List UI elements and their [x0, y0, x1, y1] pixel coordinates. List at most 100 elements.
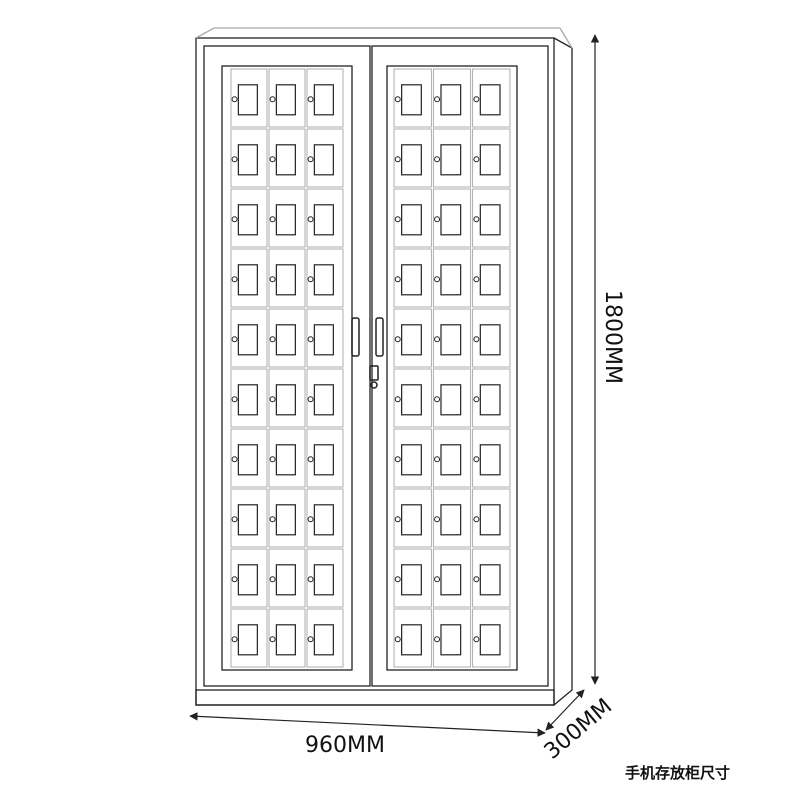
compartment-cell	[230, 68, 268, 128]
compartment-key-icon	[231, 216, 238, 223]
compartment-door	[440, 384, 462, 416]
compartment-cell	[472, 128, 511, 188]
compartment-door	[401, 84, 422, 116]
left-door-glass	[221, 65, 353, 671]
compartment-door	[237, 624, 258, 656]
compartment-cell	[432, 128, 472, 188]
cabinet-top-edge-side	[559, 27, 573, 49]
compartment-cell	[268, 248, 306, 308]
lock-key-icon	[370, 381, 378, 389]
compartment-key-icon	[231, 576, 238, 583]
compartment-key-icon	[307, 216, 314, 223]
left-compartment-grid	[230, 68, 344, 668]
compartment-key-icon	[269, 216, 276, 223]
compartment-key-icon	[269, 336, 276, 343]
compartment-key-icon	[473, 276, 480, 283]
compartment-key-icon	[394, 576, 401, 583]
compartment-door	[479, 384, 501, 416]
compartment-cell	[306, 428, 344, 488]
compartment-key-icon	[434, 96, 441, 103]
compartment-door	[313, 324, 334, 356]
compartment-cell	[472, 608, 511, 668]
compartment-key-icon	[269, 96, 276, 103]
compartment-cell	[306, 368, 344, 428]
compartment-door	[401, 624, 422, 656]
compartment-cell	[472, 548, 511, 608]
cabinet-plinth	[195, 689, 555, 706]
compartment-key-icon	[394, 96, 401, 103]
compartment-door	[237, 144, 258, 176]
compartment-key-icon	[231, 96, 238, 103]
compartment-key-icon	[434, 396, 441, 403]
compartment-key-icon	[269, 156, 276, 163]
compartment-door	[237, 204, 258, 236]
depth-dimension-line	[545, 689, 585, 731]
compartment-key-icon	[473, 156, 480, 163]
compartment-key-icon	[231, 396, 238, 403]
cabinet-side-panel	[553, 37, 573, 706]
compartment-cell	[393, 128, 432, 188]
door-lock-icon	[369, 365, 379, 381]
compartment-key-icon	[269, 636, 276, 643]
compartment-door	[275, 384, 296, 416]
width-dimension-line	[189, 712, 546, 737]
compartment-cell	[432, 248, 472, 308]
compartment-door	[275, 564, 296, 596]
compartment-door	[275, 264, 296, 296]
left-door	[203, 45, 371, 687]
compartment-door	[237, 384, 258, 416]
compartment-cell	[268, 188, 306, 248]
compartment-door	[237, 324, 258, 356]
compartment-key-icon	[394, 336, 401, 343]
compartment-cell	[230, 608, 268, 668]
compartment-cell	[432, 308, 472, 368]
compartment-door	[313, 624, 334, 656]
cabinet-body	[195, 27, 573, 706]
compartment-key-icon	[434, 156, 441, 163]
compartment-key-icon	[394, 276, 401, 283]
left-door-handle	[351, 317, 360, 357]
compartment-cell	[393, 368, 432, 428]
compartment-cell	[393, 68, 432, 128]
diagram-caption: 手机存放柜尺寸	[625, 764, 730, 782]
compartment-cell	[268, 308, 306, 368]
compartment-key-icon	[394, 636, 401, 643]
compartment-cell	[230, 368, 268, 428]
compartment-key-icon	[434, 336, 441, 343]
compartment-cell	[472, 488, 511, 548]
compartment-cell	[393, 548, 432, 608]
compartment-door	[479, 564, 501, 596]
compartment-key-icon	[473, 216, 480, 223]
compartment-door	[479, 324, 501, 356]
compartment-cell	[230, 188, 268, 248]
compartment-cell	[306, 308, 344, 368]
compartment-door	[440, 144, 462, 176]
compartment-key-icon	[231, 156, 238, 163]
compartment-key-icon	[473, 96, 480, 103]
compartment-cell	[230, 428, 268, 488]
compartment-cell	[268, 608, 306, 668]
compartment-cell	[268, 548, 306, 608]
compartment-cell	[306, 608, 344, 668]
compartment-door	[440, 504, 462, 536]
compartment-door	[401, 564, 422, 596]
compartment-cell	[393, 248, 432, 308]
right-door-glass	[386, 65, 518, 671]
dimension-lines	[189, 34, 600, 737]
compartment-key-icon	[473, 636, 480, 643]
compartment-cell	[432, 488, 472, 548]
compartment-door	[237, 564, 258, 596]
compartment-key-icon	[307, 636, 314, 643]
compartment-key-icon	[269, 456, 276, 463]
compartment-key-icon	[473, 396, 480, 403]
right-door	[371, 45, 549, 687]
compartment-door	[237, 84, 258, 116]
compartment-cell	[472, 368, 511, 428]
width-label: 960MM	[305, 733, 385, 758]
compartment-cell	[393, 428, 432, 488]
compartment-key-icon	[473, 456, 480, 463]
compartment-door	[401, 144, 422, 176]
compartment-door	[401, 204, 422, 236]
compartment-cell	[230, 308, 268, 368]
